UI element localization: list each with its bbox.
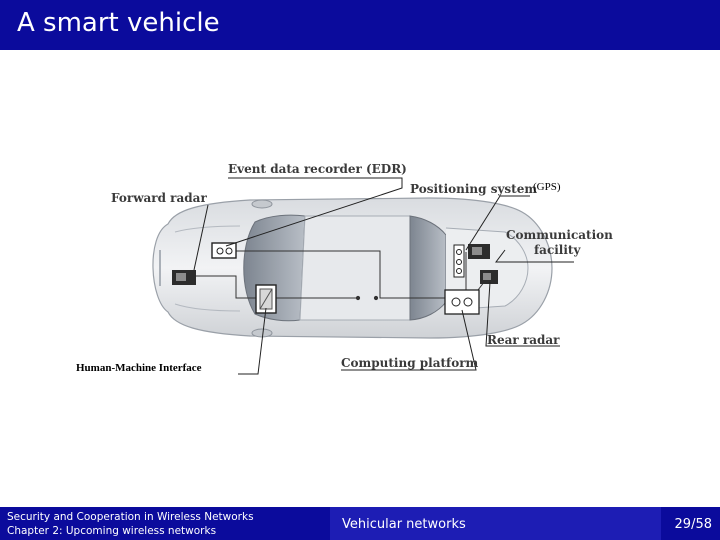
slide-title: A smart vehicle (17, 8, 220, 38)
page-number: 29/58 (674, 517, 712, 532)
communication-unit (468, 244, 490, 259)
edr-unit (211, 242, 237, 259)
footer-chapter: Chapter 2: Upcoming wireless networks (7, 525, 217, 537)
rear-radar-unit (480, 270, 498, 284)
positioning-unit (453, 244, 465, 278)
hmi-label: Human-Machine Interface (76, 362, 202, 374)
footer-left: Security and Cooperation in Wireless Net… (0, 507, 330, 540)
car-body (152, 197, 553, 339)
footer-course-title: Security and Cooperation in Wireless Net… (7, 511, 254, 523)
footer-right: 29/58 (661, 507, 720, 540)
leader-lines (193, 177, 574, 375)
rear-radar-label: Rear radar (487, 333, 560, 347)
communication-label-line1: Communication (506, 228, 613, 242)
title-bar: A smart vehicle (0, 0, 720, 50)
positioning-label: Positioning system (410, 182, 537, 196)
footer-section-title: Vehicular networks (342, 517, 466, 532)
forward-radar-label: Forward radar (111, 191, 207, 205)
gps-label: (GPS) (533, 181, 561, 193)
footer-center: Vehicular networks (330, 507, 661, 540)
communication-label-line2: facility (534, 243, 581, 257)
edr-label: Event data recorder (EDR) (228, 162, 407, 176)
forward-radar-unit (172, 270, 196, 285)
computing-platform-label: Computing platform (341, 356, 479, 370)
footer: Security and Cooperation in Wireless Net… (0, 507, 720, 540)
